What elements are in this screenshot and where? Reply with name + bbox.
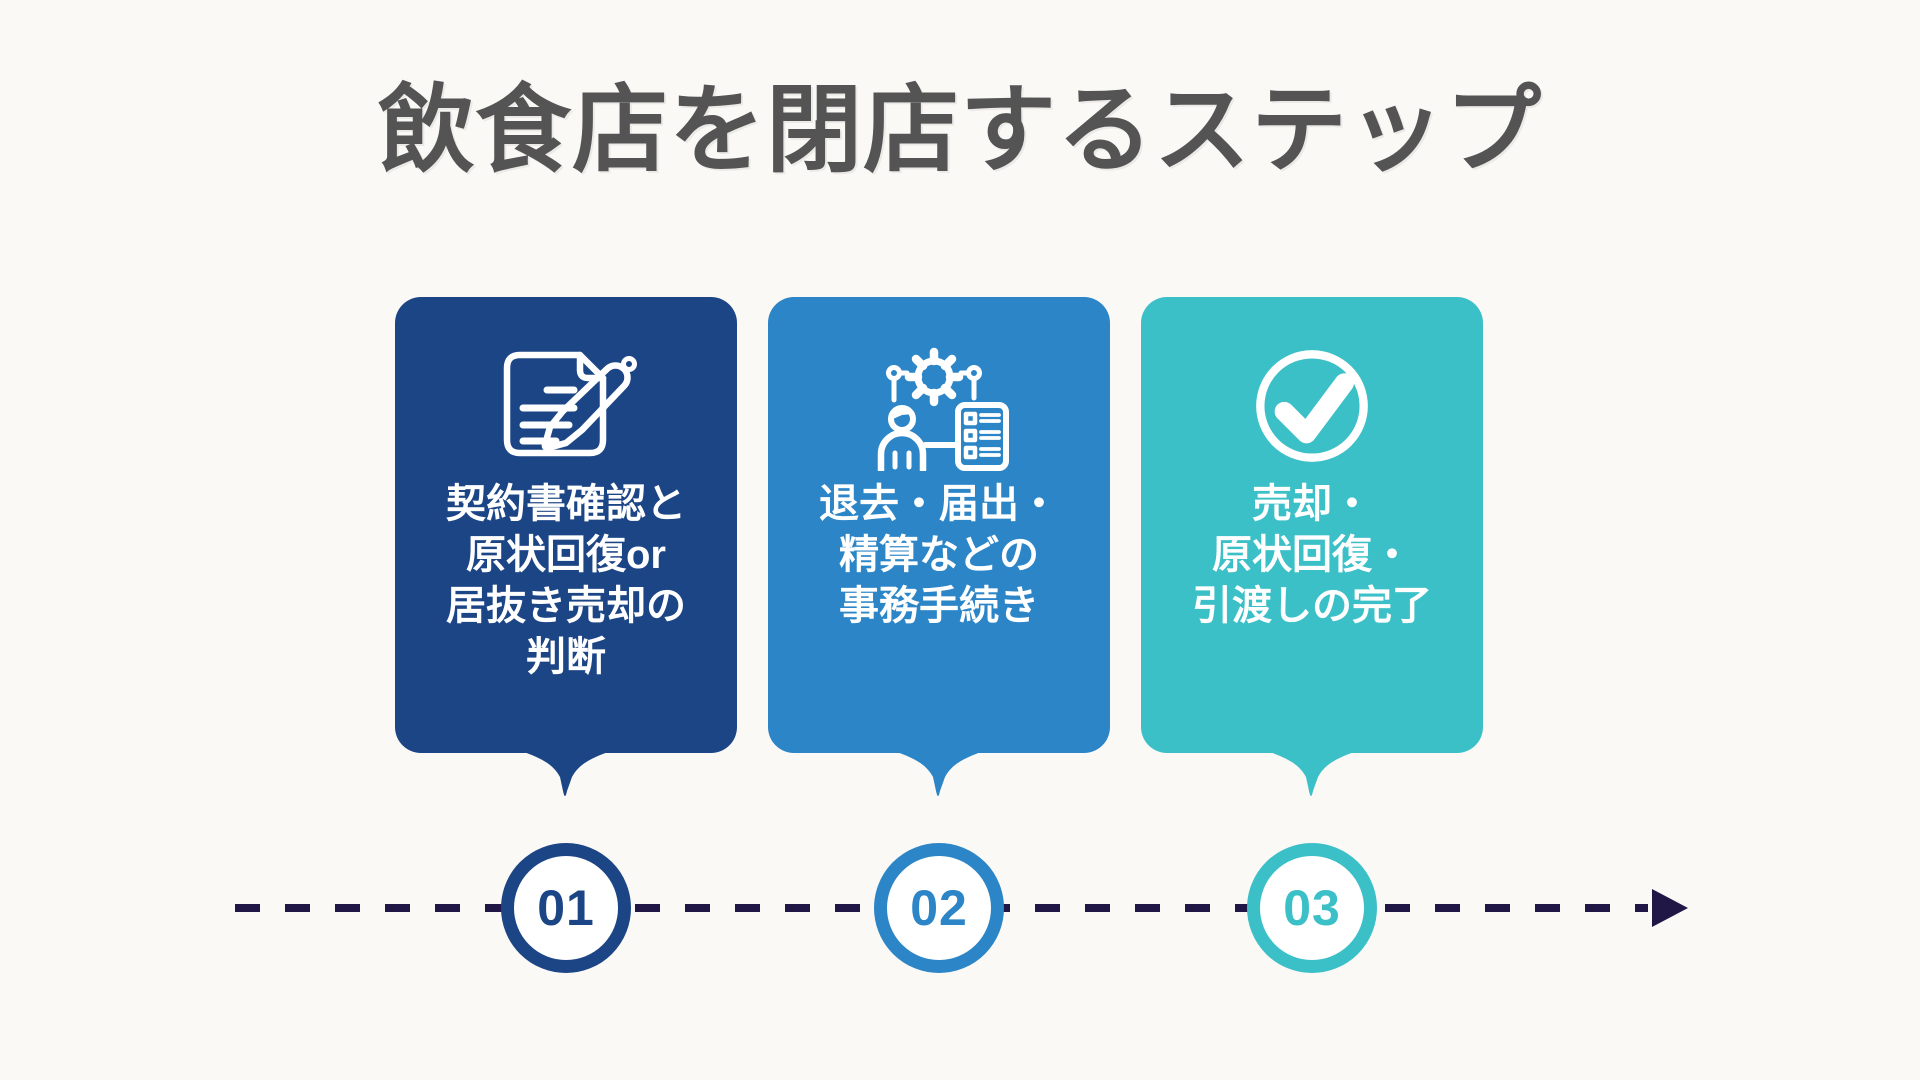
checkmark-circle-icon [1141, 343, 1483, 469]
text-line: 契約書確認と [446, 482, 686, 526]
bubble-tail [521, 751, 611, 796]
step-card-3-text: 売却・ 原状回復・ 引渡しの完了 [1141, 479, 1483, 632]
text-line: 売却・ [1252, 482, 1372, 526]
step-number: 01 [537, 880, 595, 936]
step-number: 02 [910, 880, 968, 936]
step-card-3: 売却・ 原状回復・ 引渡しの完了 [1141, 297, 1483, 807]
text-line: 判断 [526, 635, 606, 679]
page-title: 飲食店を閉店するステップ [378, 77, 1542, 184]
text-line: 精算などの [839, 533, 1039, 577]
text-line: 居抜き売却の [446, 584, 686, 628]
step-card-2-bubble: 退去・届出・ 精算などの 事務手続き [768, 297, 1110, 753]
document-pen-icon [395, 343, 737, 469]
bubble-tail [1267, 751, 1357, 796]
text-line: 原状回復・ [1212, 533, 1412, 577]
timeline-step-circle-3: 03 [1247, 843, 1377, 973]
text-line: 原状回復or [466, 533, 666, 577]
step-card-2-text: 退去・届出・ 精算などの 事務手続き [768, 479, 1110, 632]
timeline-step-circle-1: 01 [501, 843, 631, 973]
text-line: 事務手続き [839, 584, 1039, 628]
step-card-3-bubble: 売却・ 原状回復・ 引渡しの完了 [1141, 297, 1483, 753]
step-card-1-text: 契約書確認と 原状回復or 居抜き売却の 判断 [395, 479, 737, 683]
step-card-2: 退去・届出・ 精算などの 事務手続き [768, 297, 1110, 807]
arrow-right-icon [1652, 889, 1688, 927]
bubble-tail [894, 751, 984, 796]
text-line: 引渡しの完了 [1192, 584, 1432, 628]
timeline-step-circle-2: 02 [874, 843, 1004, 973]
step-card-1-bubble: 契約書確認と 原状回復or 居抜き売却の 判断 [395, 297, 737, 753]
step-card-1: 契約書確認と 原状回復or 居抜き売却の 判断 [395, 297, 737, 807]
text-line: 退去・届出・ [819, 482, 1059, 526]
step-number: 03 [1283, 880, 1341, 936]
person-gear-checklist-icon [768, 343, 1110, 471]
